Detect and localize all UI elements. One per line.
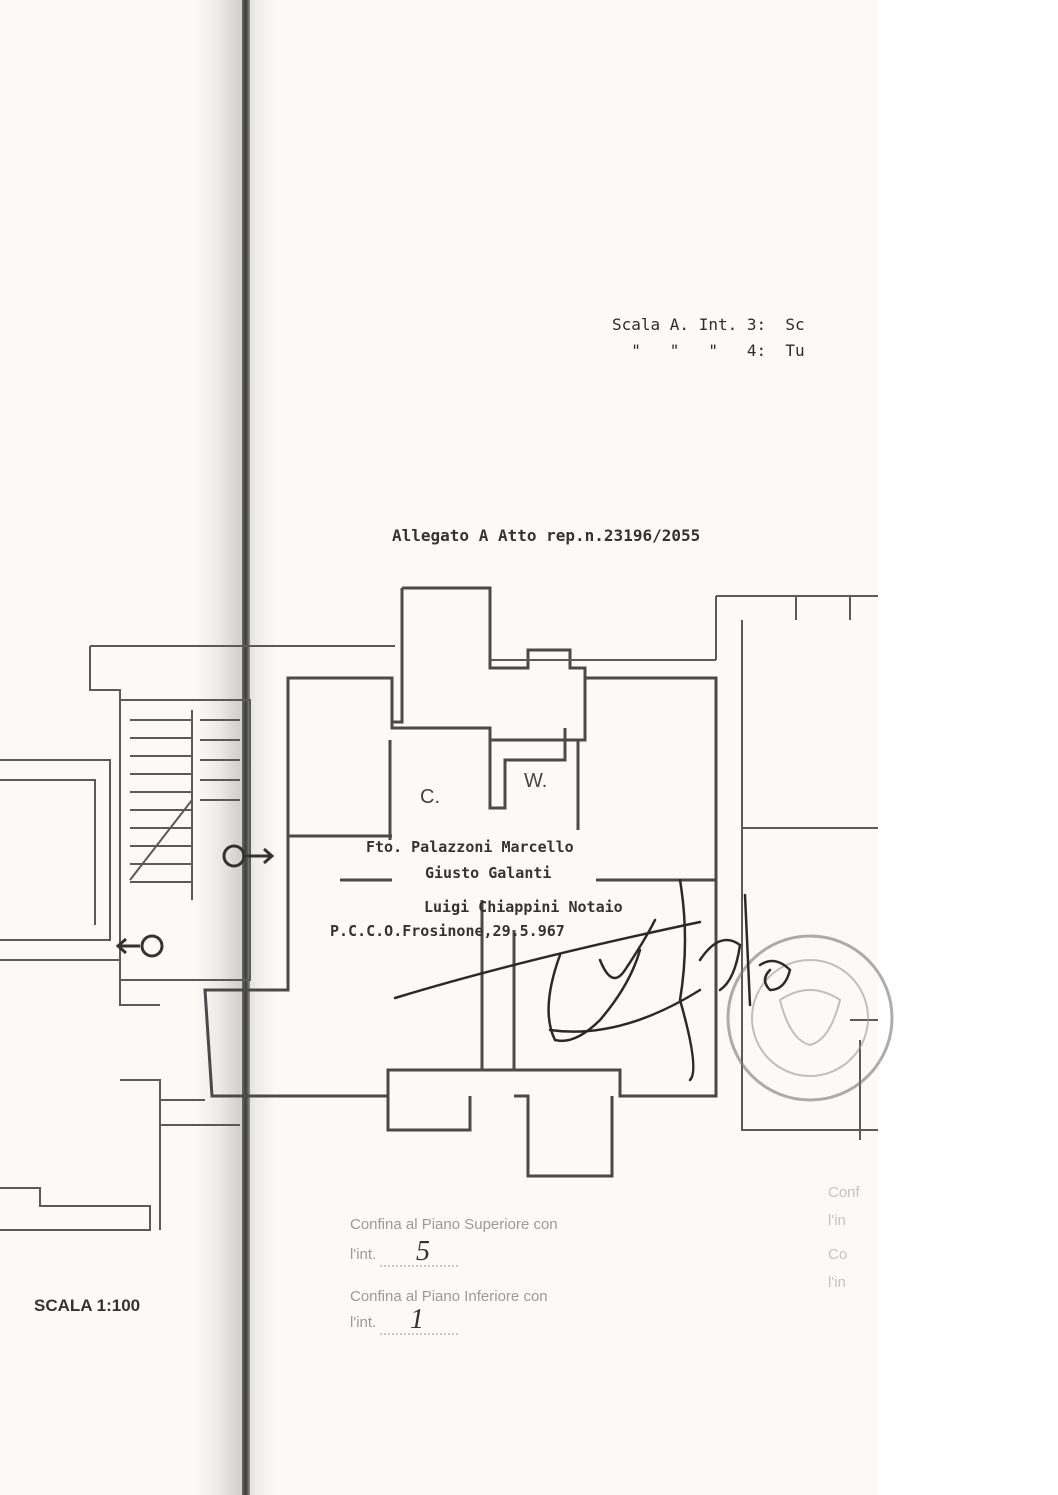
signer-line-2: Giusto Galanti [425, 864, 552, 882]
room-label-c: C. [420, 786, 440, 808]
signature-mark [393, 878, 792, 1082]
room-label-w: W. [524, 770, 548, 792]
lower-int-value: 1 [410, 1304, 424, 1335]
lower-int-underline [380, 1333, 460, 1335]
document-sheet [0, 0, 878, 1495]
document-title: Allegato A Atto rep.n.23196/2055 [392, 526, 701, 545]
right-fragment-1: Conf [828, 1184, 860, 1201]
scan-margin [878, 0, 1058, 1495]
entrance-arrow-icon [115, 844, 275, 958]
signer-line-3: Luigi Chiappini Notaio [424, 898, 623, 916]
upper-floor-label: Confina al Piano Superiore con [350, 1216, 558, 1233]
unit-reference: Scala A. Int. 3: Sc " " " 4: Tu [612, 312, 805, 364]
unit-outline [203, 586, 718, 1178]
fold-shadow [196, 0, 276, 1495]
building-outline [0, 595, 878, 1231]
right-fragment-4: l'in [828, 1274, 846, 1291]
upper-int-underline [380, 1265, 460, 1267]
signer-line-4: P.C.C.O.Frosinone,29.5.967 [330, 922, 565, 940]
unit-reference-line-1: Scala A. Int. 3: Sc [612, 315, 805, 334]
lower-floor-label: Confina al Piano Inferiore con [350, 1288, 548, 1305]
upper-int-value: 5 [416, 1236, 430, 1267]
right-fragment-3: Co [828, 1246, 848, 1263]
upper-int-label: l'int. [350, 1246, 377, 1263]
unit-reference-line-2: " " " 4: Tu [612, 341, 805, 360]
signer-line-1: Fto. Palazzoni Marcello [366, 838, 574, 856]
fold-crease [242, 0, 250, 1495]
right-fragment-2: l'in [828, 1212, 846, 1229]
notary-seal [726, 934, 894, 1102]
scale-label: SCALA 1:100 [34, 1296, 141, 1315]
lower-int-label: l'int. [350, 1314, 377, 1331]
